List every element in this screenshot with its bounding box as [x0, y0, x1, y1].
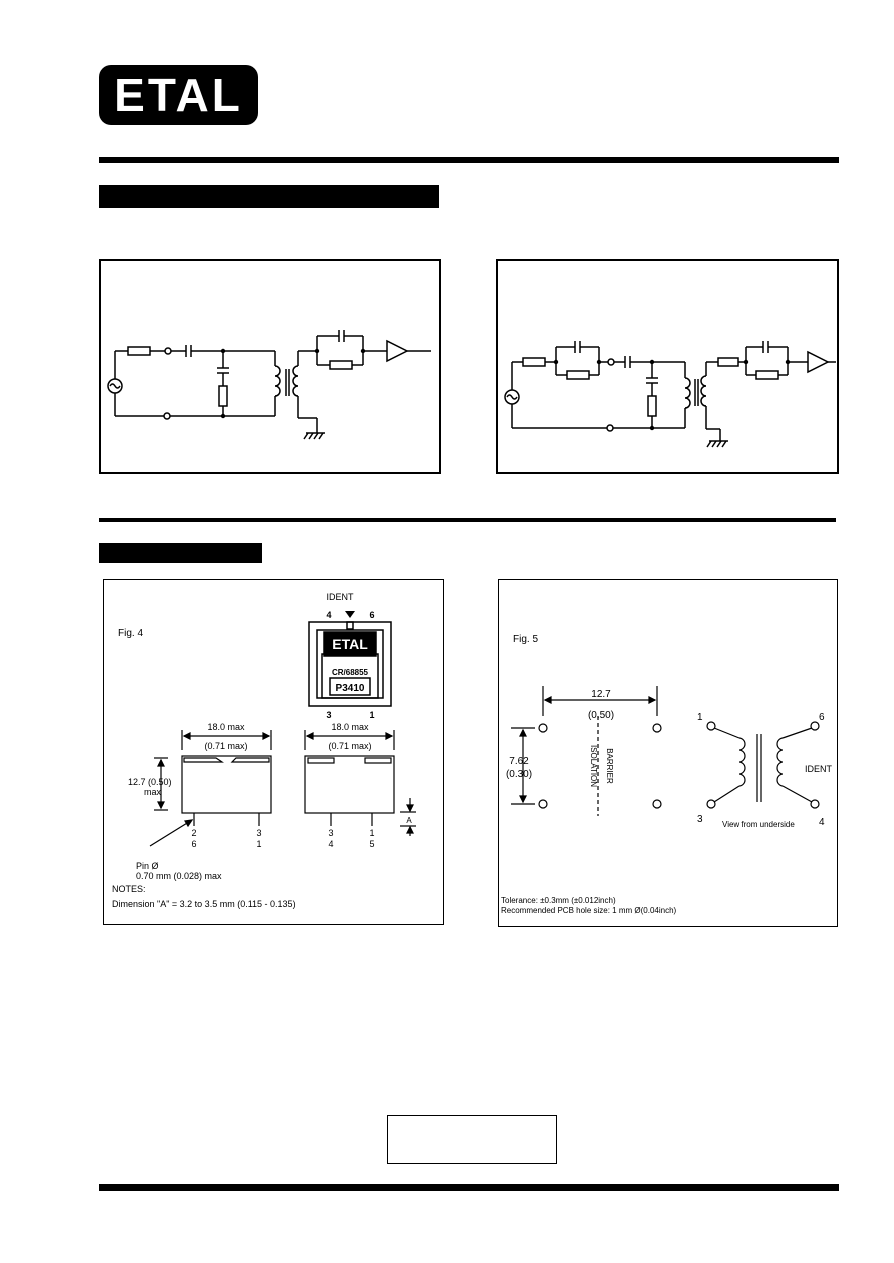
chip-part-number: P3410: [336, 683, 365, 694]
dim-a-label: A: [406, 816, 412, 825]
fig5-label: Fig. 5: [513, 634, 538, 645]
side-pin-2: 2: [191, 828, 196, 838]
circuit-diagram-2: [496, 259, 839, 474]
fig5-pin-6: 6: [819, 712, 825, 723]
fig5-transformer: [706, 721, 820, 809]
pitch-vertical: 7.62: [509, 756, 529, 767]
fig5-ident-label: IDENT: [805, 764, 833, 774]
fig4-svg: Fig. 4 IDENT 4 6 ETAL CR/68855 P3410 3 1: [112, 592, 416, 909]
end-pin-3: 3: [328, 828, 333, 838]
fig5-pin-3: 3: [697, 814, 703, 825]
fig4-pin-6-top: 6: [369, 610, 374, 620]
pitch-vertical-in: (0.30): [506, 769, 532, 780]
fig5-footprint: [511, 686, 662, 816]
footer-rule: [99, 1184, 839, 1191]
pcb-hole-note: Recommended PCB hole size: 1 mm Ø(0.04in…: [501, 906, 677, 915]
circuit-diagram-1: [99, 259, 441, 474]
pin-diameter-label: Pin Ø: [136, 861, 159, 871]
fig4-label: Fig. 4: [118, 628, 143, 639]
fig5-svg: Fig. 5 12.7 (0.50) 7.62 (0.30) ISOLATION…: [501, 634, 833, 915]
side-pin-6: 6: [191, 839, 196, 849]
header-rule: [99, 157, 839, 163]
logo-text: ETAL: [114, 69, 243, 121]
dim-width-side: 18.0 max: [207, 722, 245, 732]
side-pin-1: 1: [256, 839, 261, 849]
pitch-horizontal-in: (0.50): [588, 710, 614, 721]
dim-height: 12.7 (0.50): [128, 777, 172, 787]
view-note: View from underside: [722, 820, 795, 829]
fig5-pin-1: 1: [697, 712, 703, 723]
fig4-panel: Fig. 4 IDENT 4 6 ETAL CR/68855 P3410 3 1: [103, 579, 444, 925]
dim-width-end-in: (0.71 max): [328, 741, 371, 751]
circuit-1-svg: [107, 330, 431, 440]
isolation-label: ISOLATION: [589, 745, 598, 787]
barrier-label: BARRIER: [605, 748, 614, 784]
section-bar-applications: [99, 185, 439, 208]
etal-logo: ETAL: [99, 65, 258, 125]
dim-width-end: 18.0 max: [331, 722, 369, 732]
dim-height-max: max: [144, 787, 162, 797]
side-pin-3: 3: [256, 828, 261, 838]
fig4-ident-label: IDENT: [327, 592, 355, 602]
circuit-2-svg: [504, 341, 836, 448]
notes-text: Dimension "A" = 3.2 to 3.5 mm (0.115 - 0…: [112, 899, 296, 909]
fig4-pin-1-top: 1: [369, 710, 374, 720]
fig4-end-view: [304, 730, 416, 836]
pitch-horizontal: 12.7: [591, 689, 611, 700]
section-rule: [99, 518, 836, 522]
fig5-panel: Fig. 5 12.7 (0.50) 7.62 (0.30) ISOLATION…: [498, 579, 838, 927]
dim-width-side-in: (0.71 max): [204, 741, 247, 751]
tolerance-note: Tolerance: ±0.3mm (±0.012inch): [501, 896, 616, 905]
chip-line2: CR/68855: [332, 668, 369, 677]
fig5-pin-4: 4: [819, 817, 825, 828]
fig4-side-view: [149, 730, 272, 847]
fig4-pin-4-top: 4: [326, 610, 331, 620]
fig4-top-view: [308, 621, 392, 707]
end-pin-5: 5: [369, 839, 374, 849]
end-pin-1: 1: [369, 828, 374, 838]
section-bar-dimensions: [99, 543, 262, 563]
end-pin-4: 4: [328, 839, 333, 849]
notes-label: NOTES:: [112, 884, 146, 894]
fig4-pin-3-top: 3: [326, 710, 331, 720]
footer-box: [387, 1115, 557, 1164]
ident-arrow-icon: [345, 611, 355, 618]
pin-diameter-dim: 0.70 mm (0.028) max: [136, 871, 222, 881]
chip-brand: ETAL: [332, 636, 368, 652]
